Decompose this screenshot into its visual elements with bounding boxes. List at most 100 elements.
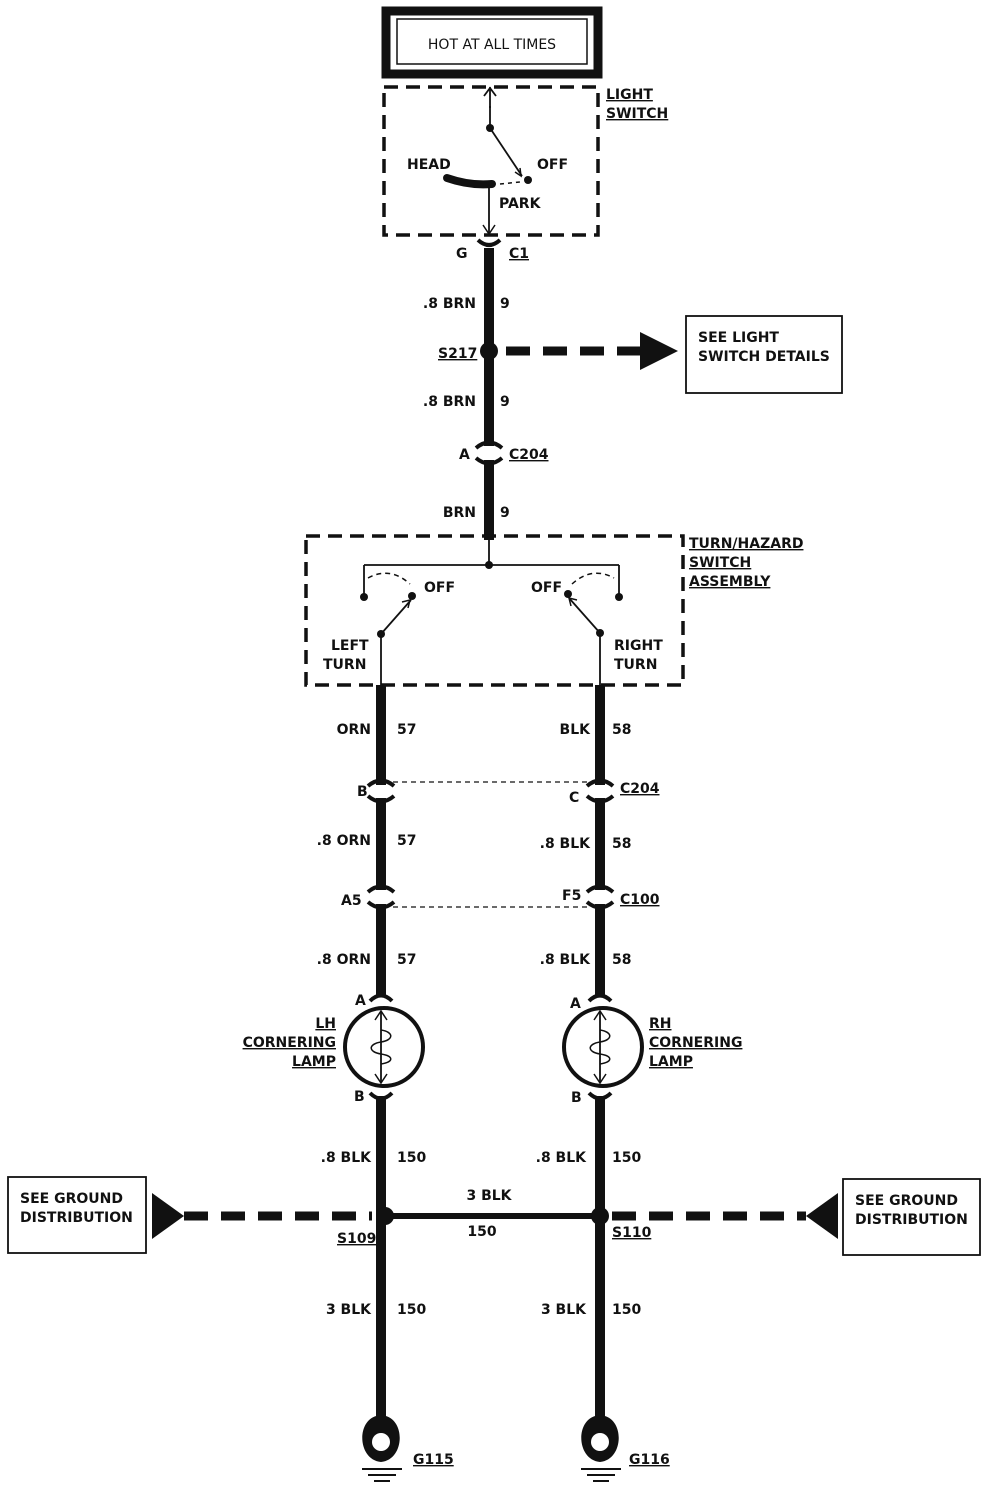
left-wire-4-circuit: 150: [397, 1150, 426, 1166]
right-wire-1-circuit: 58: [612, 722, 631, 738]
wire-1-color: .8 BRN: [423, 296, 476, 312]
s109-label: S109: [337, 1231, 376, 1247]
left-wire-3-circuit: 57: [397, 952, 416, 968]
off-label: OFF: [537, 157, 568, 173]
turn-switch-name-3: ASSEMBLY: [689, 574, 771, 590]
wire-1-circuit: 9: [500, 296, 510, 312]
rh-lamp-name-1: RH: [649, 1016, 672, 1032]
cross-wire-circuit: 150: [467, 1224, 496, 1240]
lh-lamp-pin-a: A: [355, 993, 366, 1009]
left-wire-1-circuit: 57: [397, 722, 416, 738]
right-wire-4-circuit: 150: [612, 1150, 641, 1166]
c204-mid-left-pin: B: [357, 784, 368, 800]
rh-lamp-filament-icon: [589, 1029, 611, 1065]
c204-top-pin: A: [459, 447, 470, 463]
lh-lamp-name-1: LH: [315, 1016, 336, 1032]
wire-3-circuit: 9: [500, 505, 510, 521]
light-switch-name-1: LIGHT: [606, 87, 653, 103]
right-turn-line2: TURN: [614, 657, 657, 673]
light-details-line1: SEE LIGHT: [698, 330, 779, 346]
cross-wire-color: 3 BLK: [466, 1188, 512, 1204]
c204-top-connector: A C204: [459, 440, 549, 466]
right-wire-5-color: 3 BLK: [541, 1302, 587, 1318]
c204-mid-connector: B C C204: [357, 778, 660, 806]
c100-left-pin: A5: [341, 893, 362, 909]
c1-pin: G: [456, 246, 468, 262]
wire-3-color: BRN: [443, 505, 476, 521]
right-wire-3-circuit: 58: [612, 952, 631, 968]
lh-cornering-lamp: A B LH CORNERING LAMP: [243, 993, 425, 1105]
light-switch-name-2: SWITCH: [606, 106, 668, 122]
left-turn-blade: [380, 599, 412, 635]
rh-lamp-bulb-icon: [562, 1006, 644, 1088]
left-wire-2-color: .8 ORN: [317, 833, 371, 849]
right-wire-3-color: .8 BLK: [540, 952, 592, 968]
c204-top-label: C204: [509, 447, 549, 463]
c204-mid-label: C204: [620, 781, 660, 797]
head-contact: [443, 174, 496, 189]
c204-mid-right-pin: C: [569, 790, 579, 806]
lh-lamp-name-2: CORNERING: [243, 1035, 336, 1051]
right-turn-line1: RIGHT: [614, 638, 663, 654]
s110-label: S110: [612, 1225, 652, 1241]
ground-left-line1: SEE GROUND: [20, 1191, 123, 1207]
right-wire-4-color: .8 BLK: [536, 1150, 588, 1166]
g116-ring-terminal-icon: [581, 1390, 619, 1462]
wire-2-color: .8 BRN: [423, 394, 476, 410]
turn-switch-name-2: SWITCH: [689, 555, 751, 571]
lh-lamp-name-3: LAMP: [292, 1054, 336, 1070]
g115-ring-terminal-icon: [362, 1390, 400, 1462]
splice-s217: [480, 342, 498, 360]
left-wire-5-circuit: 150: [397, 1302, 426, 1318]
right-wire-1-color: BLK: [560, 722, 592, 738]
left-turn-line2: TURN: [323, 657, 366, 673]
left-wire-1-color: ORN: [337, 722, 371, 738]
lh-lamp-bulb-icon: [343, 1006, 425, 1088]
left-turn-line1: LEFT: [331, 638, 369, 654]
turn-hazard-switch: OFF OFF LEFT TURN RIGHT TURN TURN/HAZARD…: [304, 534, 803, 687]
ground-left-line2: DISTRIBUTION: [20, 1210, 133, 1226]
wire-2-circuit: 9: [500, 394, 510, 410]
lh-lamp-pin-b: B: [354, 1089, 365, 1105]
ground-g115: G115: [362, 1390, 454, 1482]
light-switch: HEAD OFF PARK LIGHT SWITCH: [382, 85, 668, 237]
turn-switch-name-1: TURN/HAZARD: [689, 536, 803, 552]
c100-label: C100: [620, 892, 660, 908]
right-wire-2-circuit: 58: [612, 836, 631, 852]
light-switch-blade: [489, 127, 523, 177]
right-turn-blade: [568, 597, 601, 634]
g115-label: G115: [413, 1452, 454, 1468]
rh-lamp-name-2: CORNERING: [649, 1035, 742, 1051]
g116-label: G116: [629, 1452, 670, 1468]
left-wire-2-circuit: 57: [397, 833, 416, 849]
c1-label: C1: [509, 246, 529, 262]
left-wire-4-color: .8 BLK: [321, 1150, 373, 1166]
rh-lamp-pin-a: A: [570, 996, 581, 1012]
hot-at-all-times-box: HOT AT ALL TIMES: [381, 6, 603, 79]
ground-left-arrow-icon: [152, 1193, 184, 1239]
lh-lamp-filament-icon: [370, 1029, 392, 1065]
s217-label: S217: [438, 346, 477, 362]
right-wire-5-circuit: 150: [612, 1302, 641, 1318]
c100-right-pin: F5: [562, 888, 581, 904]
left-wire-3-color: .8 ORN: [317, 952, 371, 968]
rh-lamp-pin-b: B: [571, 1090, 582, 1106]
light-switch-details-box: SEE LIGHT SWITCH DETAILS: [685, 315, 843, 394]
rh-lamp-name-3: LAMP: [649, 1054, 693, 1070]
ground-right-line1: SEE GROUND: [855, 1193, 958, 1209]
right-wire-2-color: .8 BLK: [540, 836, 592, 852]
right-off-label: OFF: [531, 580, 562, 596]
ground-distribution-right: SEE GROUND DISTRIBUTION: [612, 1178, 981, 1256]
light-details-line2: SWITCH DETAILS: [698, 349, 830, 365]
rh-cornering-lamp: A B RH CORNERING LAMP: [562, 993, 742, 1106]
c1-connector: G C1: [456, 238, 529, 262]
ground-distribution-left: SEE GROUND DISTRIBUTION: [7, 1176, 372, 1254]
park-label: PARK: [499, 196, 542, 212]
s217-arrow-icon: [640, 332, 678, 370]
ground-right-line2: DISTRIBUTION: [855, 1212, 968, 1228]
hot-at-all-times-label: HOT AT ALL TIMES: [428, 37, 556, 53]
ground-right-arrow-icon: [806, 1193, 838, 1239]
left-off-label: OFF: [424, 580, 455, 596]
head-label: HEAD: [407, 157, 451, 173]
